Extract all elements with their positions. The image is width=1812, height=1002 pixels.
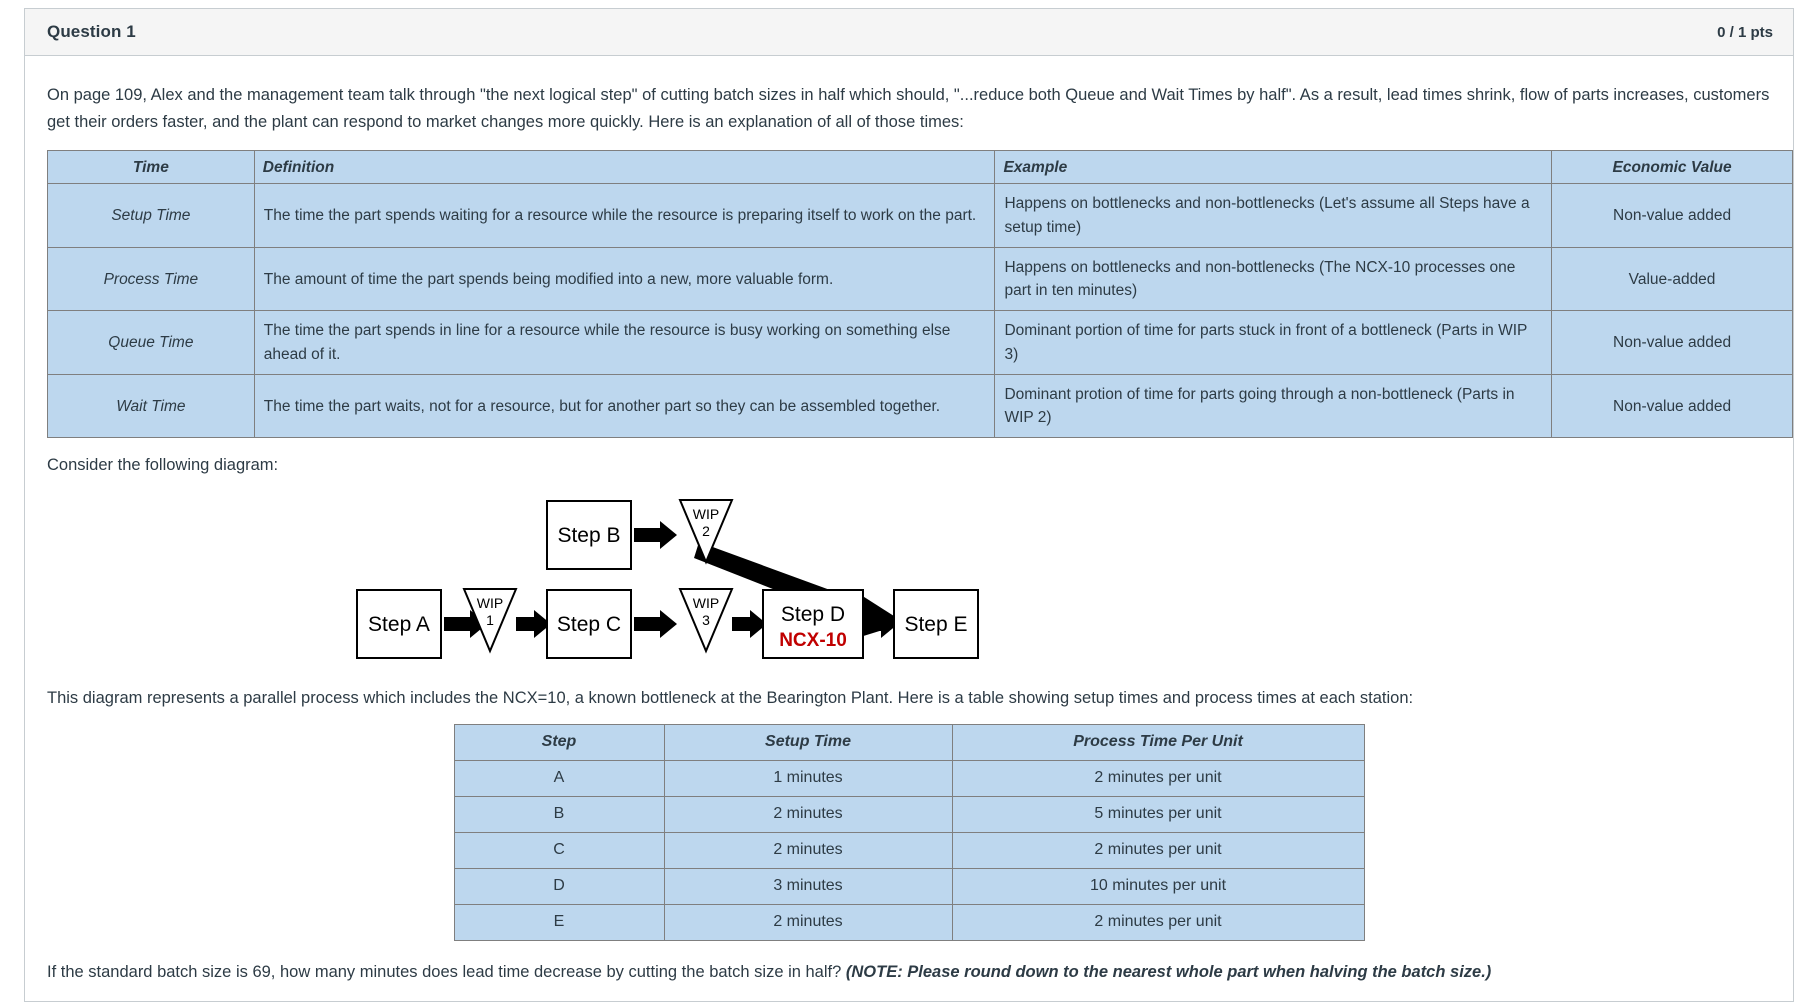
node-label-ncx10: NCX-10	[779, 630, 847, 651]
cell-definition: The time the part waits, not for a resou…	[253, 373, 996, 439]
diagram-caption: This diagram represents a parallel proce…	[47, 688, 1414, 707]
table-row: Queue Time The time the part spends in l…	[47, 310, 1793, 375]
arrow-wip1-to-stepc	[516, 609, 551, 638]
intro-paragraph: On page 109, Alex and the management tea…	[47, 86, 1770, 132]
arrow-wip3-to-stepd	[732, 609, 767, 638]
cell-setup-time: 3 minutes	[663, 867, 953, 905]
node-step-a: Step A	[356, 588, 442, 659]
steps-table-wrapper: Step Setup Time Process Time Per Unit A …	[47, 723, 1771, 941]
node-label-step-d: Step D	[781, 603, 845, 626]
cell-step: D	[453, 867, 665, 905]
question-body: On page 109, Alex and the management tea…	[25, 56, 1793, 1001]
cell-time: Queue Time	[47, 310, 255, 375]
node-step-e: Step E	[893, 588, 979, 659]
table-row: C 2 minutes 2 minutes per unit	[453, 831, 1365, 869]
node-step-d: Step D NCX-10	[762, 588, 864, 659]
node-label-wip1-title: WIP	[477, 595, 503, 611]
cell-process-time: 5 minutes per unit	[951, 795, 1365, 833]
node-label-wip1-value: 1	[486, 612, 494, 628]
column-header-process-time: Process Time Per Unit	[951, 723, 1365, 761]
cell-step: A	[453, 759, 665, 797]
cell-step: C	[453, 831, 665, 869]
table-header-row: Time Definition Example Economic Value	[47, 150, 1793, 185]
node-label-step-e: Step E	[904, 613, 967, 636]
arrow-stepc-to-wip3	[634, 609, 677, 638]
column-header-example: Example	[994, 150, 1553, 185]
table-row: A 1 minutes 2 minutes per unit	[453, 759, 1365, 797]
arrow-stepd-to-stepe	[863, 609, 898, 638]
table-row: Process Time The amount of time the part…	[47, 246, 1793, 312]
cell-economic-value: Value-added	[1551, 246, 1793, 312]
cell-setup-time: 2 minutes	[663, 903, 953, 941]
cell-definition: The time the part spends waiting for a r…	[253, 183, 996, 248]
node-label-wip3-title: WIP	[693, 595, 719, 611]
cell-process-time: 10 minutes per unit	[951, 867, 1365, 905]
cell-step: B	[453, 795, 665, 833]
cell-economic-value: Non-value added	[1551, 310, 1793, 375]
column-header-definition: Definition	[253, 150, 996, 185]
cell-definition: The amount of time the part spends being…	[253, 246, 996, 312]
node-step-c: Step C	[546, 588, 632, 659]
node-label-wip2-title: WIP	[693, 506, 719, 522]
node-label-wip2-value: 2	[702, 523, 710, 539]
cell-economic-value: Non-value added	[1551, 183, 1793, 248]
cell-example: Dominant portion of time for parts stuck…	[994, 310, 1553, 375]
node-label-wip3-value: 3	[702, 612, 710, 628]
table-row: D 3 minutes 10 minutes per unit	[453, 867, 1365, 905]
column-header-time: Time	[47, 150, 255, 185]
question-header: Question 1 0 / 1 pts	[25, 9, 1793, 56]
cell-process-time: 2 minutes per unit	[951, 759, 1365, 797]
cell-process-time: 2 minutes per unit	[951, 831, 1365, 869]
table-row: Setup Time The time the part spends wait…	[47, 183, 1793, 248]
final-question-prompt: If the standard batch size is 69, how ma…	[47, 962, 846, 981]
cell-definition: The time the part spends in line for a r…	[253, 310, 996, 375]
node-label-step-a: Step A	[368, 613, 430, 636]
points-badge: 0 / 1 pts	[1717, 23, 1773, 41]
cell-time: Wait Time	[47, 373, 255, 439]
table-header-row: Step Setup Time Process Time Per Unit	[453, 723, 1365, 761]
node-label-step-c: Step C	[557, 613, 621, 636]
column-header-setup-time: Setup Time	[663, 723, 953, 761]
table-row: B 2 minutes 5 minutes per unit	[453, 795, 1365, 833]
node-wip-1: WIP 1	[462, 587, 518, 654]
column-header-economic-value: Economic Value	[1551, 150, 1793, 185]
cell-example: Happens on bottlenecks and non-bottlenec…	[994, 183, 1553, 248]
table-row: Wait Time The time the part waits, not f…	[47, 373, 1793, 439]
node-wip-2: WIP 2	[678, 498, 734, 565]
cell-example: Happens on bottlenecks and non-bottlenec…	[994, 246, 1553, 312]
node-wip-3: WIP 3	[678, 587, 734, 654]
node-step-b: Step B	[546, 499, 632, 570]
cell-setup-time: 2 minutes	[663, 795, 953, 833]
table-row: E 2 minutes 2 minutes per unit	[453, 903, 1365, 941]
cell-example: Dominant protion of time for parts going…	[994, 373, 1553, 439]
page-title: Question 1	[47, 22, 136, 41]
cell-time: Process Time	[47, 246, 255, 312]
cell-time: Setup Time	[47, 183, 255, 248]
steps-times-table: Step Setup Time Process Time Per Unit A …	[453, 723, 1365, 941]
question-card: Question 1 0 / 1 pts On page 109, Alex a…	[24, 8, 1794, 1002]
node-label-step-b: Step B	[557, 524, 620, 547]
column-header-step: Step	[453, 723, 665, 761]
final-question-text: If the standard batch size is 69, how ma…	[47, 959, 1771, 985]
cell-step: E	[453, 903, 665, 941]
times-definition-table: Time Definition Example Economic Value S…	[47, 150, 1793, 439]
diagram-svg: Step B WIP 2 Step A	[356, 498, 979, 659]
final-question-note: (NOTE: Please round down to the nearest …	[845, 962, 1492, 981]
diagram-lead-in-text: Consider the following diagram:	[47, 456, 279, 475]
cell-setup-time: 1 minutes	[663, 759, 953, 797]
cell-economic-value: Non-value added	[1551, 373, 1793, 439]
process-flow-diagram: Step B WIP 2 Step A	[47, 494, 1771, 679]
cell-process-time: 2 minutes per unit	[951, 903, 1365, 941]
arrow-stepb-to-wip2	[634, 520, 677, 549]
cell-setup-time: 2 minutes	[663, 831, 953, 869]
